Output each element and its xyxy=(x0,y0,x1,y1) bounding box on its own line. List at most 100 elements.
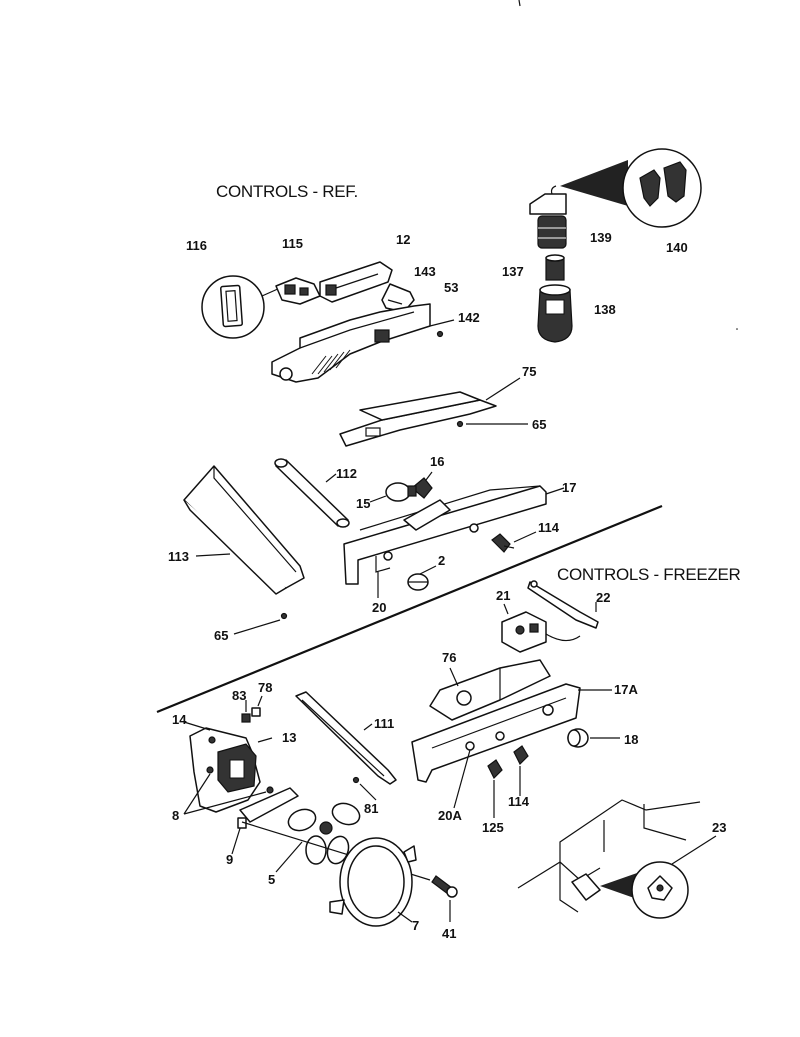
part-113-channel xyxy=(183,465,305,595)
part-21-thermostat xyxy=(501,611,581,653)
label-9: 9 xyxy=(226,852,233,867)
part-81-screw xyxy=(352,776,360,784)
part-114-knob-a xyxy=(491,533,515,553)
part-137-adapter xyxy=(545,254,565,281)
leader-65-b xyxy=(233,619,281,635)
part-65-screw-a xyxy=(456,420,464,428)
label-140: 140 xyxy=(666,240,688,255)
label-112: 112 xyxy=(336,466,357,481)
part-114-knob-b xyxy=(513,745,529,766)
label-139: 139 xyxy=(590,230,612,245)
part-2-knob xyxy=(407,573,429,591)
label-7: 7 xyxy=(412,918,419,933)
part-140-detail-circle xyxy=(560,148,702,228)
label-21: 21 xyxy=(496,588,510,603)
label-116: 116 xyxy=(186,238,207,253)
leader-75 xyxy=(485,377,521,401)
leader-13 xyxy=(257,737,273,743)
leader-76 xyxy=(449,667,459,687)
label-53: 53 xyxy=(444,280,458,295)
leader-16 xyxy=(425,471,433,481)
title-controls-freezer: CONTROLS - FREEZER xyxy=(557,565,741,584)
scan-mark xyxy=(518,0,521,7)
label-111: 111 xyxy=(374,716,394,731)
part-17-control-housing xyxy=(343,485,547,585)
label-17: 17 xyxy=(562,480,576,495)
leader-15 xyxy=(369,495,387,503)
leader-21 xyxy=(503,603,509,615)
part-17A-freezer-housing xyxy=(411,683,581,783)
part-142-screw xyxy=(436,330,444,338)
part-65-screw-b xyxy=(280,612,288,620)
title-controls-ref: CONTROLS - REF. xyxy=(216,182,358,201)
leader-113 xyxy=(195,553,231,557)
label-13: 13 xyxy=(282,730,296,745)
label-65-a: 65 xyxy=(532,417,546,432)
label-78: 78 xyxy=(258,680,272,695)
label-115: 115 xyxy=(282,236,303,251)
label-18: 18 xyxy=(624,732,638,747)
scan-dot xyxy=(736,328,738,330)
label-65-b: 65 xyxy=(214,628,228,643)
leader-2 xyxy=(419,565,437,575)
leader-23 xyxy=(671,835,717,865)
label-81: 81 xyxy=(364,801,378,816)
leader-8 xyxy=(183,773,267,815)
part-76-bracket xyxy=(429,659,551,721)
part-83-clip xyxy=(241,713,251,723)
leader-78 xyxy=(257,695,263,707)
label-22: 22 xyxy=(596,590,610,605)
label-14: 14 xyxy=(172,712,187,727)
part-7-fan-shroud xyxy=(329,837,417,927)
label-20A: 20A xyxy=(438,808,462,823)
part-115-connector xyxy=(275,277,321,305)
part-75-plate xyxy=(339,391,497,447)
label-142: 142 xyxy=(458,310,480,325)
part-18-knob xyxy=(567,728,589,748)
label-5: 5 xyxy=(268,872,275,887)
leader-5 xyxy=(275,841,303,873)
part-12-control xyxy=(319,261,393,303)
leader-112 xyxy=(325,473,337,483)
part-15-bulb xyxy=(385,482,417,502)
leader-14 xyxy=(183,721,211,731)
part-112-tube xyxy=(274,458,350,528)
label-41: 41 xyxy=(442,926,456,941)
part-116-detail-circle xyxy=(201,275,281,339)
wire-terminal xyxy=(550,185,557,195)
label-114-a: 114 xyxy=(538,520,560,535)
label-2: 2 xyxy=(438,553,445,568)
part-8-screw-b xyxy=(266,786,274,794)
part-125-knob xyxy=(487,759,503,780)
leader-20A xyxy=(453,749,471,809)
label-12: 12 xyxy=(396,232,410,247)
label-16: 16 xyxy=(430,454,444,469)
part-13-motor xyxy=(217,743,257,793)
label-23: 23 xyxy=(712,820,726,835)
part-5-fan-blade xyxy=(287,802,361,865)
part-143-clip xyxy=(381,283,415,313)
label-75: 75 xyxy=(522,364,536,379)
part-78-clip xyxy=(251,707,261,717)
label-114-b: 114 xyxy=(508,794,530,809)
part-23-cabinet-detail xyxy=(517,799,701,919)
label-137: 137 xyxy=(502,264,524,279)
part-22-rod xyxy=(527,580,599,629)
leader-81 xyxy=(359,783,377,801)
part-138-bulb xyxy=(537,284,573,343)
label-17A: 17A xyxy=(614,682,638,697)
label-76: 76 xyxy=(442,650,456,665)
part-111-rod xyxy=(295,691,397,785)
part-53-housing xyxy=(271,303,431,383)
leader-114-a xyxy=(513,531,537,543)
label-83: 83 xyxy=(232,688,246,703)
leader-7 xyxy=(397,911,413,923)
leader-111 xyxy=(363,723,373,731)
label-113: 113 xyxy=(168,549,189,564)
label-125: 125 xyxy=(482,820,504,835)
part-41-screw xyxy=(431,875,458,898)
part-8-screw-a xyxy=(206,766,214,774)
label-8: 8 xyxy=(172,808,179,823)
